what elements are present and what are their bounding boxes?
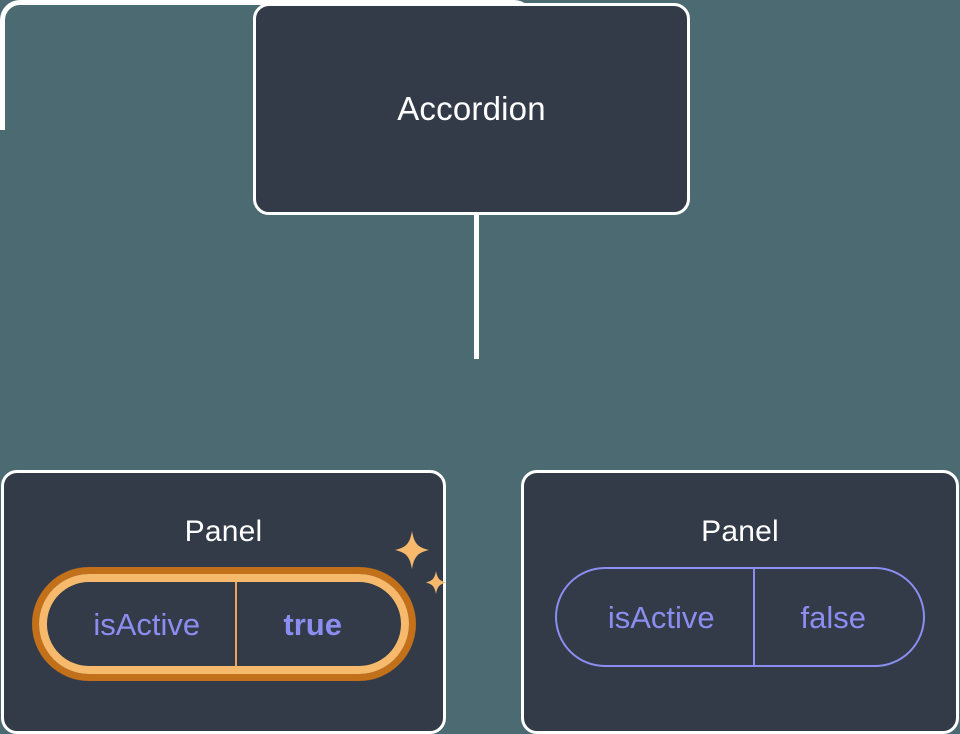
node-panel-left[interactable]: Panel isActive true (1, 470, 446, 734)
prop-pill-left-highlight-ring: isActive true (31, 567, 416, 681)
node-panel-right[interactable]: Panel isActive false (521, 470, 959, 734)
node-panel-right-label: Panel (701, 515, 779, 548)
prop-pill-right-key: isActive (607, 599, 715, 635)
node-accordion[interactable]: Accordion (253, 3, 690, 215)
prop-pill-isactive-false[interactable]: isActive false (555, 567, 925, 667)
prop-pill-right-value: false (753, 569, 923, 665)
prop-pill-left-value: true (234, 582, 401, 666)
prop-pill-isactive-true[interactable]: isActive true (38, 574, 409, 674)
prop-pill-left-wrapper: isActive true (31, 531, 446, 681)
prop-pill-right-wrapper: isActive false (555, 567, 925, 667)
node-accordion-label: Accordion (397, 90, 546, 127)
prop-pill-left-key: isActive (93, 606, 201, 642)
connector-root-stem (474, 213, 479, 359)
node-panel-left-label: Panel (184, 515, 263, 548)
